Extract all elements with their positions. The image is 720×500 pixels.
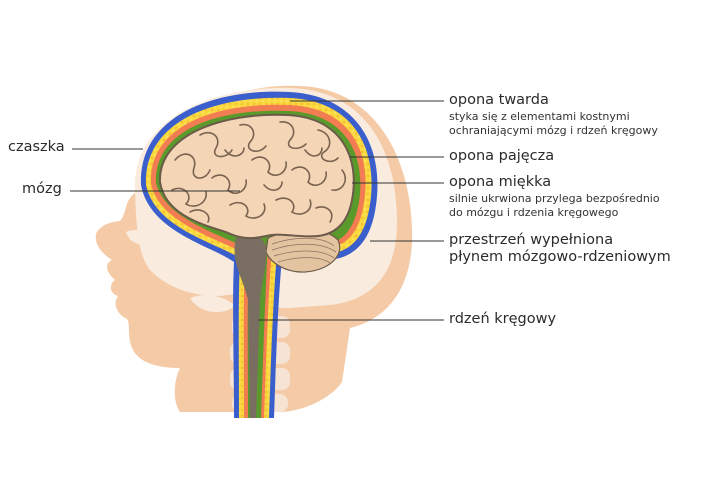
- label-skull: czaszka: [8, 139, 65, 155]
- label-pia-desc-1: silnie ukrwiona przylega bezpośrednio: [449, 192, 660, 205]
- label-brain: mózg: [22, 181, 62, 197]
- leader-lines: [70, 100, 444, 321]
- cerebellum-folds: [271, 237, 337, 264]
- spinal-cord: [234, 234, 267, 418]
- brain-gyri: [171, 121, 347, 223]
- label-pia-title: opona miękka: [449, 174, 552, 190]
- label-pia-desc-2: do mózgu i rdzenia kręgowego: [449, 206, 619, 219]
- label-spinal-cord: rdzeń kręgowy: [449, 311, 557, 327]
- label-csf-line-2: płynem mózgowo-rdzeniowym: [449, 249, 671, 265]
- label-dura-desc-2: ochraniającymi mózg i rdzeń kręgowy: [449, 124, 658, 137]
- label-dura-title: opona twarda: [449, 92, 549, 108]
- label-csf-line-1: przestrzeń wypełniona: [449, 232, 614, 248]
- sinus-bone: [150, 260, 190, 279]
- label-dura-desc-1: styka się z elementami kostnymi: [449, 110, 630, 123]
- nasal-bone: [126, 229, 150, 245]
- jaw-bone: [190, 295, 235, 313]
- label-arachnoid: opona pajęcza: [449, 148, 555, 164]
